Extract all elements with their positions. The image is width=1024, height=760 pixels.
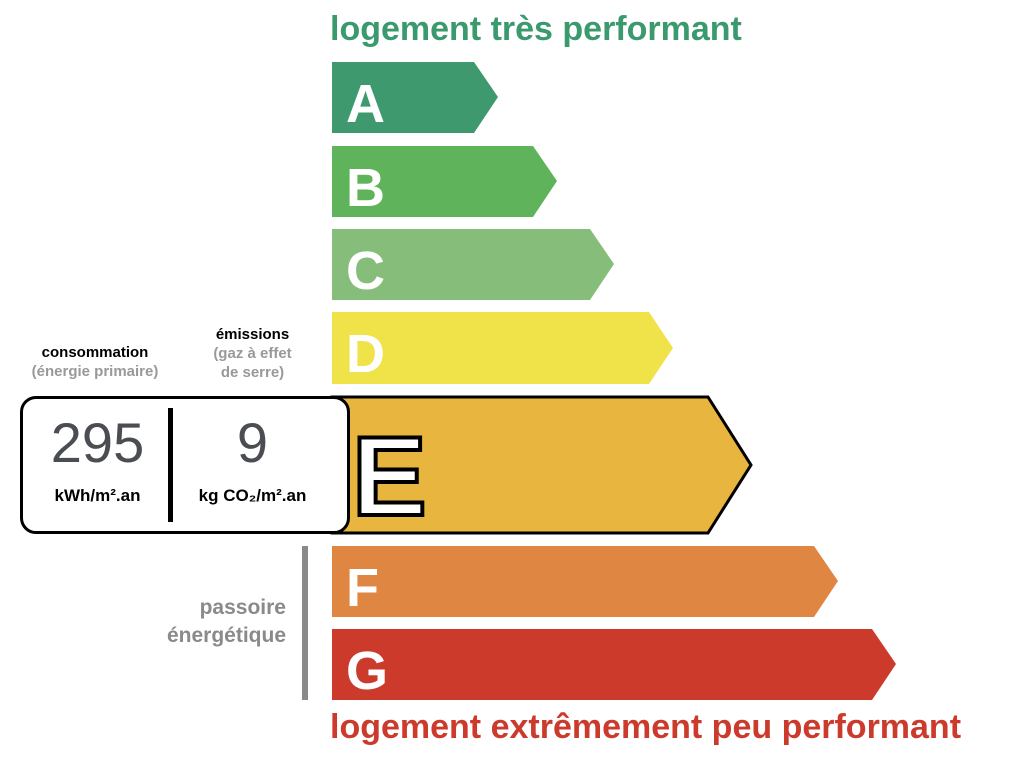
consumption-value: 295 bbox=[50, 411, 145, 474]
bar-d bbox=[332, 312, 673, 384]
bar-b bbox=[332, 146, 557, 217]
bar-c bbox=[332, 229, 614, 300]
emissions-value: 9 bbox=[236, 411, 269, 474]
letter-b: B bbox=[346, 158, 385, 218]
bottom-label: logement extrêmement peu performant bbox=[330, 708, 962, 746]
passoire-line-2: énergétique bbox=[166, 624, 286, 647]
passoire-label: passoire énergétique bbox=[167, 594, 286, 650]
emissions-header: émissions (gaz à effet de serre) bbox=[180, 325, 325, 382]
bar-a bbox=[332, 62, 498, 133]
letter-d: D bbox=[346, 324, 385, 384]
bar-g bbox=[332, 629, 896, 700]
passoire-bracket bbox=[302, 546, 308, 700]
passoire-line-1: passoire bbox=[199, 596, 286, 619]
letter-c: C bbox=[346, 241, 385, 301]
letter-g: G bbox=[346, 641, 388, 701]
consumption-unit: kWh/m².an bbox=[54, 486, 141, 505]
consumption-subtitle: (énergie primaire) bbox=[31, 363, 159, 380]
consumption-title: consommation bbox=[41, 344, 149, 361]
emissions-unit: kg CO₂/m².an bbox=[198, 486, 307, 505]
emissions-subtitle-2: de serre) bbox=[220, 364, 285, 381]
bar-f bbox=[332, 546, 838, 617]
emissions-title: émissions bbox=[215, 326, 290, 343]
values-divider bbox=[168, 408, 173, 522]
letter-a: A bbox=[346, 74, 385, 134]
consumption-header: consommation (énergie primaire) bbox=[10, 343, 180, 381]
letter-e: E bbox=[352, 414, 427, 539]
letter-f: F bbox=[346, 558, 379, 618]
emissions-subtitle-1: (gaz à effet bbox=[213, 345, 292, 362]
values-box bbox=[20, 396, 350, 534]
top-label: logement très performant bbox=[330, 10, 742, 48]
